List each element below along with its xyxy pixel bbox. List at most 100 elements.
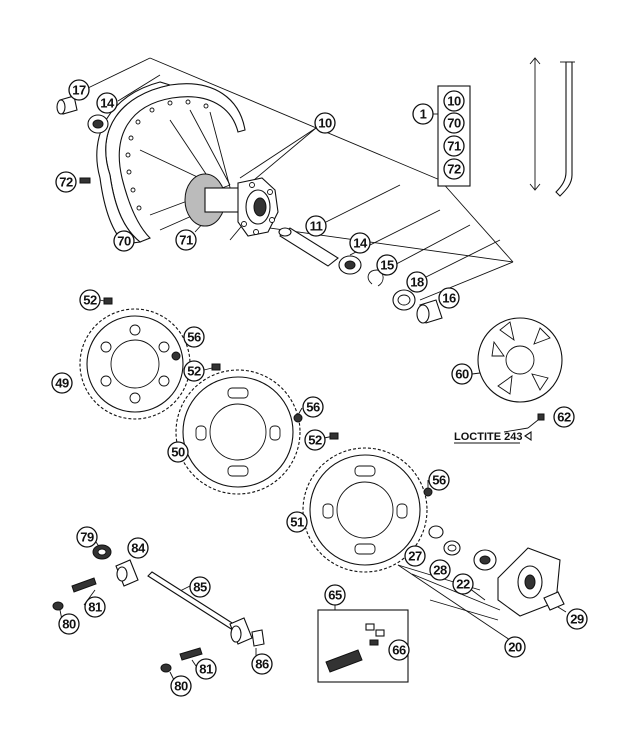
callout-14-lower: 14: [349, 232, 371, 254]
svg-text:79: 79: [80, 530, 94, 545]
svg-text:60: 60: [455, 367, 469, 382]
screw-81b: [179, 647, 203, 661]
seal-28: [443, 540, 461, 556]
spoke-side-view: [529, 57, 575, 197]
svg-text:66: 66: [392, 643, 406, 658]
svg-text:81: 81: [199, 662, 213, 677]
svg-text:15: 15: [380, 258, 394, 273]
chain-segment: [325, 649, 363, 673]
callout-14-top: 14: [96, 92, 118, 114]
damper-29: [543, 591, 565, 611]
svg-text:72: 72: [447, 162, 461, 177]
svg-text:80: 80: [174, 679, 188, 694]
svg-text:72: 72: [59, 175, 73, 190]
svg-text:18: 18: [410, 275, 424, 290]
callout-66: 66: [388, 639, 410, 661]
callout-80-b: 80: [170, 675, 192, 697]
callout-11: 11: [305, 215, 327, 237]
callout-85: 85: [189, 576, 211, 598]
callout-71: 71: [175, 229, 197, 251]
callout-56-a: 56: [183, 326, 205, 348]
svg-text:27: 27: [408, 549, 422, 564]
rim-spoke-holes: [125, 99, 209, 211]
callout-20: 20: [504, 636, 526, 658]
sprocket-51: [302, 447, 428, 573]
seal: [392, 289, 416, 311]
callout-65: 65: [324, 584, 346, 606]
callout-56-c: 56: [428, 469, 450, 491]
svg-text:70: 70: [447, 116, 461, 131]
callout-28: 28: [429, 559, 451, 581]
bearing-14-lower: [338, 255, 362, 275]
svg-text:52: 52: [308, 433, 322, 448]
nut-56b: [293, 413, 303, 423]
svg-text:71: 71: [447, 139, 461, 154]
valve: [79, 177, 91, 184]
callout-17: 17: [68, 79, 90, 101]
svg-text:50: 50: [171, 445, 185, 460]
svg-text:70: 70: [117, 234, 131, 249]
svg-text:84: 84: [131, 541, 146, 556]
svg-text:14: 14: [353, 236, 368, 251]
bearing-22: [473, 549, 497, 571]
svg-text:56: 56: [432, 473, 446, 488]
svg-text:14: 14: [100, 96, 115, 111]
svg-text:20: 20: [508, 640, 522, 655]
callout-49: 49: [51, 372, 73, 394]
bearing-14-top: [87, 114, 109, 134]
screw-81a: [71, 577, 97, 593]
callout-51: 51: [286, 511, 308, 533]
axle-nut-86: [251, 629, 265, 647]
svg-text:86: 86: [255, 657, 269, 672]
svg-text:51: 51: [290, 515, 304, 530]
callout-kit-70: 70: [443, 112, 465, 134]
loctite-note: LOCTITE 243: [454, 431, 522, 443]
callout-18: 18: [406, 271, 428, 293]
callout-kit-10: 10: [443, 90, 465, 112]
svg-text:65: 65: [328, 588, 342, 603]
brake-disc: [477, 317, 563, 403]
callout-70: 70: [113, 230, 135, 252]
callout-86: 86: [251, 653, 273, 675]
rear-rim: [96, 81, 246, 245]
svg-text:56: 56: [306, 400, 320, 415]
callout-52-a: 52: [79, 289, 101, 311]
svg-text:11: 11: [310, 219, 323, 234]
nut-80b: [160, 663, 172, 673]
callout-62: 62: [553, 406, 575, 428]
callout-kit-72: 72: [443, 158, 465, 180]
spacer-17: [56, 95, 78, 115]
nut-56a: [171, 351, 181, 361]
svg-text:22: 22: [456, 577, 470, 592]
sprocket-50: [175, 369, 301, 495]
svg-text:16: 16: [442, 291, 456, 306]
callout-60: 60: [451, 363, 473, 385]
master-link-66: [365, 623, 385, 646]
nut-80a: [52, 601, 64, 611]
svg-text:28: 28: [433, 563, 447, 578]
axle-spacer: [278, 227, 339, 267]
callout-27: 27: [404, 545, 426, 567]
bolt-52c: [329, 432, 339, 440]
svg-text:17: 17: [72, 83, 86, 98]
callout-10: 10: [314, 112, 336, 134]
svg-text:10: 10: [447, 94, 461, 109]
callout-1: 1: [412, 103, 434, 125]
svg-text:71: 71: [179, 233, 193, 248]
callout-15: 15: [376, 254, 398, 276]
svg-text:81: 81: [88, 600, 102, 615]
callout-56-b: 56: [302, 396, 324, 418]
spacer-16: [416, 299, 443, 324]
spacer-27: [428, 525, 444, 539]
nut-79: [92, 544, 112, 560]
svg-text:80: 80: [62, 617, 76, 632]
bolt-52b: [211, 363, 221, 371]
svg-text:1: 1: [420, 107, 427, 122]
chain-adjuster-84: [115, 559, 139, 587]
svg-text:62: 62: [557, 410, 571, 425]
svg-text:49: 49: [55, 376, 69, 391]
svg-text:10: 10: [318, 116, 332, 131]
callout-81-a: 81: [84, 596, 106, 618]
callout-16: 16: [438, 287, 460, 309]
